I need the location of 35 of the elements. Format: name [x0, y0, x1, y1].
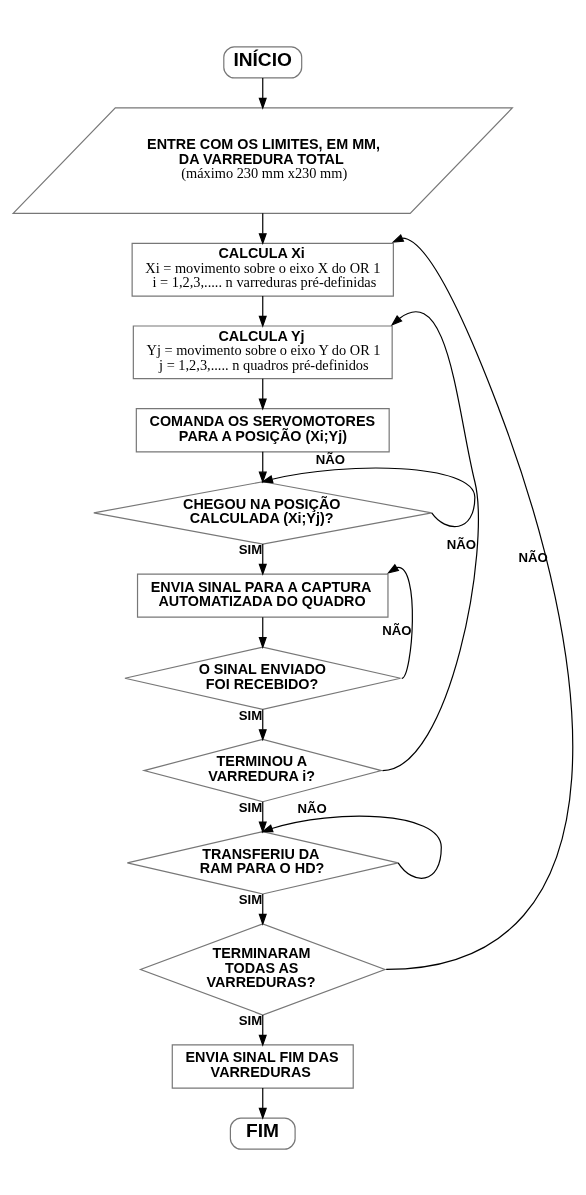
arrow [261, 815, 442, 879]
node-diamond: TERMINOU A VARREDURA i? [141, 738, 384, 802]
node-box: FIM [229, 1116, 296, 1150]
arrow [258, 800, 267, 833]
node-diamond: TERMINARAM TODAS AS VARREDURAS? [138, 922, 387, 1016]
edge-label: NÃO [315, 451, 346, 467]
arrow [258, 1087, 267, 1120]
node-box: CALCULA Xi Xi = movimento sobre o eixo X do OR 1 i = 1,2,3,..... n varreduras pré-definidas [131, 242, 394, 297]
node-box: CALCULA Yj Yj = movimento sobre o eixo Y do OR 1 j = 1,2,3,..... n quadros pré-definidos [132, 324, 393, 379]
arrow [258, 708, 267, 741]
arrow [381, 311, 479, 771]
arrow [261, 466, 476, 527]
arrow [258, 76, 267, 110]
edge-label: SIM [238, 799, 263, 815]
arrow [385, 233, 573, 970]
arrow [258, 294, 267, 328]
arrow [258, 212, 267, 245]
arrow [258, 616, 267, 649]
node-box: ENVIA SINAL PARA A CAPTURA AUTOMATIZADA DO QUADRO [136, 572, 389, 618]
node-diamond: O SINAL ENVIADO FOI RECEBIDO? [124, 646, 402, 710]
edge-label: NÃO [382, 622, 412, 638]
arrow [258, 1013, 267, 1047]
arrow [258, 450, 267, 484]
arrow [258, 892, 267, 926]
node-diamond: CHEGOU NA POSIÇÃO CALCULADA (Xi;Yj)? [93, 480, 433, 545]
edge-label: NÃO [446, 536, 477, 552]
edge-label: NÃO [297, 800, 327, 816]
arrow [258, 377, 267, 410]
arrow [258, 543, 267, 576]
node-box: ENVIA SINAL FIM DAS VARREDURAS [171, 1043, 354, 1089]
edge-label: SIM [238, 707, 263, 723]
node-diamond: TRANSFERIU DA RAM PARA O HD? [126, 830, 399, 895]
node-box: COMANDA OS SERVOMOTORES PARA A POSIÇÃO (Xi;Yj) [135, 407, 390, 452]
arrow [387, 563, 413, 679]
node-box: INÍCIO [223, 45, 303, 79]
